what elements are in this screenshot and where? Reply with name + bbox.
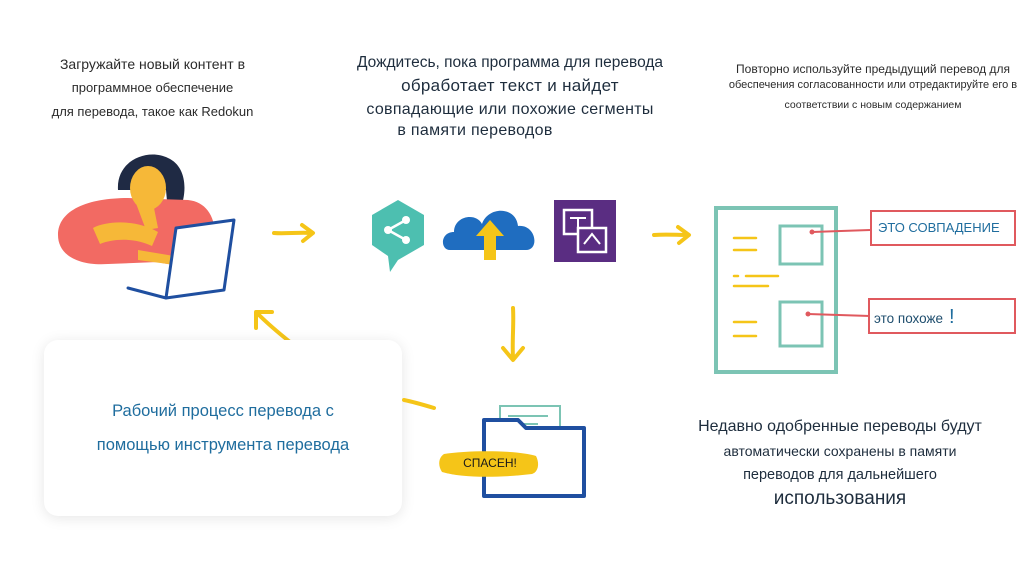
share-app-icon xyxy=(372,200,424,272)
caption-reuse: Повторно используйте предыдущий перевод … xyxy=(728,56,1018,118)
caption-reuse-line2: обеспечения согласованности или отредакт… xyxy=(728,79,1018,91)
match-label-text: ЭТО СОВПАДЕНИЕ xyxy=(878,220,1000,235)
caption-process-line3: совпадающие или похожие сегменты xyxy=(366,101,654,118)
person-laptop-illustration xyxy=(58,154,236,300)
caption-process: Дождитесь, пока программа для перевода о… xyxy=(340,52,680,140)
caption-approved-line4: использования xyxy=(773,488,907,509)
caption-approved: Недавно одобренные переводы будут автома… xyxy=(680,416,1000,512)
caption-process-line4: в памяти переводов xyxy=(397,122,553,139)
saved-badge-shape xyxy=(439,451,539,477)
workflow-card: Рабочий процесс перевода с помощью инстр… xyxy=(44,340,402,516)
similar-label: это похоже! xyxy=(868,298,1016,334)
caption-reuse-line3: соответствии с новым содержанием xyxy=(784,99,962,111)
caption-process-line1: Дождитесь, пока программа для перевода xyxy=(356,54,664,71)
document-illustration xyxy=(714,206,871,374)
caption-approved-line1: Недавно одобренные переводы будут xyxy=(698,418,982,435)
similar-label-text: это похоже xyxy=(874,311,944,326)
similar-label-mark: ! xyxy=(949,306,955,328)
match-label: ЭТО СОВПАДЕНИЕ xyxy=(870,210,1016,246)
arrow-right-1 xyxy=(272,223,315,243)
caption-approved-line2: автоматически сохранены в памяти xyxy=(723,443,957,459)
translator-app-icon xyxy=(554,200,616,262)
caption-upload: Загружайте новый контент в программное о… xyxy=(20,52,285,124)
caption-upload-line2: программное обеспечение xyxy=(71,80,234,95)
arrow-down xyxy=(501,306,525,362)
arrow-left xyxy=(402,398,436,410)
workflow-card-line2: помощью инструмента перевода xyxy=(96,436,350,454)
caption-process-line2: обработает текст и найдет xyxy=(401,76,619,95)
caption-upload-line1: Загружайте новый контент в xyxy=(59,56,246,72)
cloud-upload-icon xyxy=(442,210,535,260)
saved-badge-text: СПАСЕН! xyxy=(463,456,517,470)
caption-approved-line3: переводов для дальнейшего xyxy=(743,467,937,483)
arrow-right-2 xyxy=(652,225,691,245)
caption-reuse-line1: Повторно используйте предыдущий перевод … xyxy=(736,62,1010,76)
workflow-card-line1: Рабочий процесс перевода с xyxy=(112,402,334,420)
arrow-up-left xyxy=(254,310,292,344)
caption-upload-line3: для перевода, такое как Redokun xyxy=(51,104,254,119)
